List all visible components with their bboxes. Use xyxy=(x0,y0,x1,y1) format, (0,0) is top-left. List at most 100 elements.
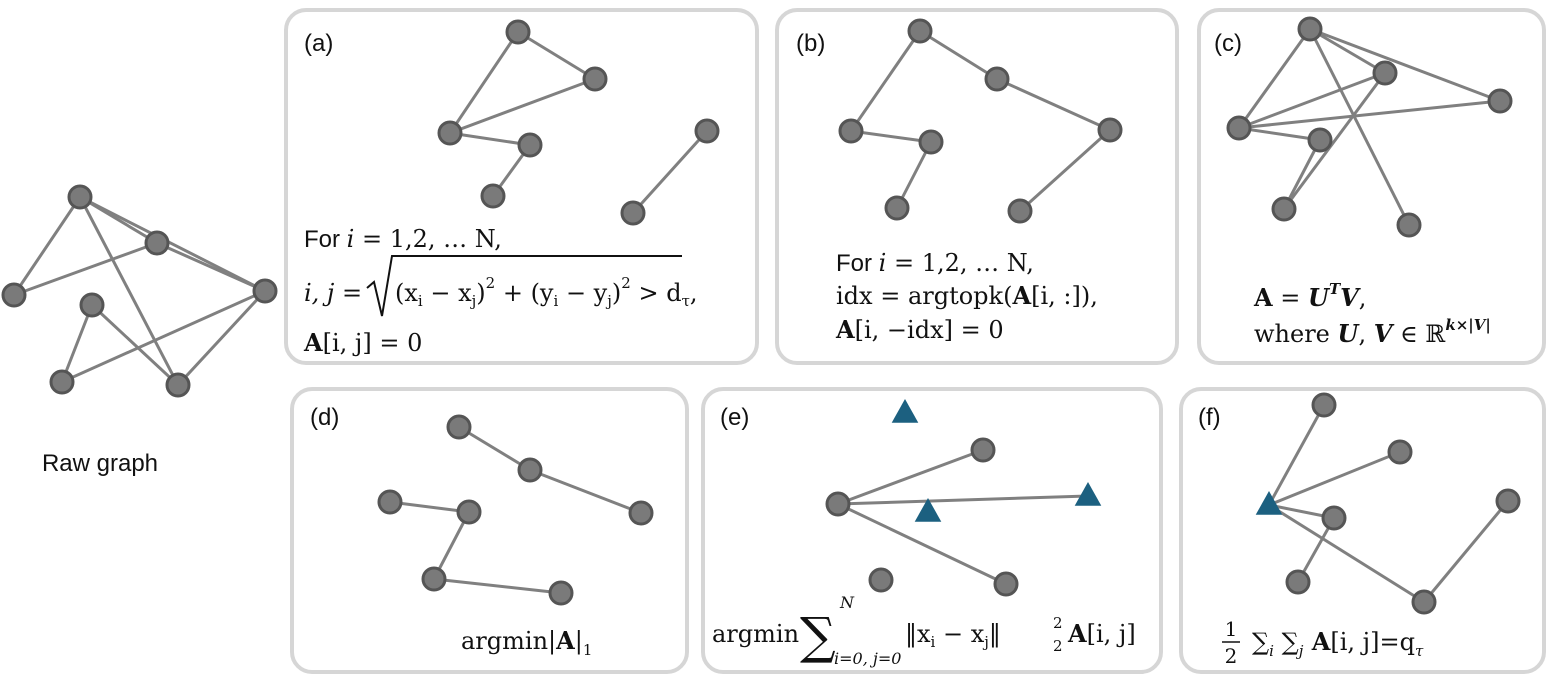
graph-node xyxy=(628,500,654,526)
graph-node xyxy=(1097,117,1123,143)
graph-edge xyxy=(60,304,94,383)
svg-text:1: 1 xyxy=(1225,617,1238,641)
graph-edge xyxy=(432,511,471,580)
panel-c-frame xyxy=(1197,8,1546,365)
panel-d-frame xyxy=(290,387,689,674)
graph-node xyxy=(377,489,403,515)
graph-node xyxy=(505,19,531,45)
graph-node xyxy=(252,278,278,304)
svg-text:(xi − xj)2 + (yi − yj)2 > dτ,: (xi − xj)2 + (yi − yj)2 > dτ, xyxy=(395,274,698,310)
graph-edge xyxy=(1268,450,1401,507)
panel-c-graph xyxy=(1226,16,1513,238)
anchor-triangle xyxy=(1255,491,1283,515)
graph-node xyxy=(907,18,933,44)
graph-edge xyxy=(837,502,1007,586)
svg-text:idx = argtopk(A[i, :]),: idx = argtopk(A[i, :]), xyxy=(836,281,1098,310)
panel-e-frame xyxy=(701,387,1163,674)
graph-node xyxy=(582,66,608,92)
graph-node xyxy=(1307,127,1333,153)
panel-e-label: (e) xyxy=(720,404,749,431)
graph-node xyxy=(165,372,191,398)
svg-text:where U, V ∈ ℝk×|V|: where U, V ∈ ℝk×|V| xyxy=(1254,316,1491,348)
graph-edge xyxy=(631,129,709,215)
svg-text:argmin: argmin xyxy=(712,620,799,648)
graph-node xyxy=(421,566,447,592)
svg-text:2: 2 xyxy=(1053,637,1063,655)
panel-b-formula: For i = 1,2, … N, idx = argtopk(A[i, :])… xyxy=(835,249,1098,344)
panel-d-label: (d) xyxy=(310,404,339,431)
svg-text:∑: ∑ xyxy=(800,607,836,665)
graph-edge xyxy=(1237,28,1312,129)
svg-text:N: N xyxy=(839,593,855,612)
graph-edge xyxy=(1422,500,1510,603)
graph-edge xyxy=(1282,72,1387,210)
anchor-triangle xyxy=(1074,482,1102,506)
graph-edge xyxy=(78,196,180,386)
panel-f-formula: 1 2 ∑i ∑j A[i, j]=qτ xyxy=(1222,617,1424,668)
graph-edge xyxy=(433,577,562,595)
graph-edge xyxy=(1309,27,1386,75)
graph-node xyxy=(1285,569,1311,595)
graph-edge xyxy=(61,289,266,384)
graph-node xyxy=(918,129,944,155)
panel-f-graph xyxy=(1255,392,1521,615)
svg-text:For i = 1,2, … N,: For i = 1,2, … N, xyxy=(304,225,502,253)
graph-node xyxy=(1321,505,1347,531)
graph-node xyxy=(825,491,851,517)
graph-edge xyxy=(1018,128,1112,213)
graph-edge xyxy=(389,500,470,514)
panel-a-graph xyxy=(437,19,720,226)
graph-node xyxy=(548,580,574,606)
panel-f-frame xyxy=(1179,387,1546,674)
graph-node xyxy=(144,230,170,256)
svg-text:For i = 1,2, … N,: For i = 1,2, … N, xyxy=(836,249,1034,277)
graph-node xyxy=(884,195,910,221)
svg-text:2: 2 xyxy=(1225,644,1238,668)
svg-text:i=0, j=0: i=0, j=0 xyxy=(834,649,901,668)
graph-edge xyxy=(849,30,922,132)
anchor-triangle xyxy=(891,399,919,423)
panel-a-frame xyxy=(284,8,759,365)
panel-b-label: (b) xyxy=(796,30,825,57)
svg-text:‖xi − xj‖: ‖xi − xj‖ xyxy=(905,620,1001,651)
panel-d-formula: argmin|A|1 xyxy=(461,626,592,659)
graph-node xyxy=(67,184,93,210)
graph-node xyxy=(984,66,1010,92)
raw-graph xyxy=(1,184,278,398)
graph-edge xyxy=(919,29,998,81)
graph-node xyxy=(1487,88,1513,114)
graph-node xyxy=(1226,115,1252,141)
graph-edge xyxy=(1238,99,1501,130)
graph-node xyxy=(517,457,543,483)
graph-node xyxy=(868,567,894,593)
graph-node xyxy=(437,120,463,146)
svg-text:i, j =: i, j = xyxy=(304,279,362,307)
graph-edge xyxy=(1267,404,1326,506)
graph-edge xyxy=(837,448,984,506)
graph-node xyxy=(694,118,720,144)
panel-b-frame xyxy=(775,8,1179,365)
graph-node xyxy=(49,369,75,395)
panel-a-formula: For i = 1,2, … N, i, j = (xi − xj)2 + (y… xyxy=(303,225,698,357)
graph-node xyxy=(480,183,506,209)
panel-c-formula: A = UTV, where U, V ∈ ℝk×|V| xyxy=(1253,280,1491,348)
graph-edge xyxy=(458,425,531,472)
svg-text:A[i, j] = 0: A[i, j] = 0 xyxy=(303,328,422,357)
graph-edge xyxy=(1238,126,1321,142)
graph-edge xyxy=(1309,27,1501,103)
graph-node xyxy=(446,414,472,440)
graph-node xyxy=(620,200,646,226)
sqrt-sign xyxy=(366,255,682,317)
panel-a-label: (a) xyxy=(304,30,333,57)
graph-node xyxy=(993,571,1019,597)
graph-edge xyxy=(79,195,266,293)
graph-edge xyxy=(12,196,82,296)
anchor-triangle xyxy=(914,498,942,522)
graph-edge xyxy=(448,31,520,134)
graph-node xyxy=(1,282,27,308)
graph-node xyxy=(1311,392,1337,418)
graph-edge xyxy=(79,195,158,245)
graph-edge xyxy=(517,30,596,81)
graph-node xyxy=(1495,488,1521,514)
graph-edge xyxy=(449,77,596,135)
